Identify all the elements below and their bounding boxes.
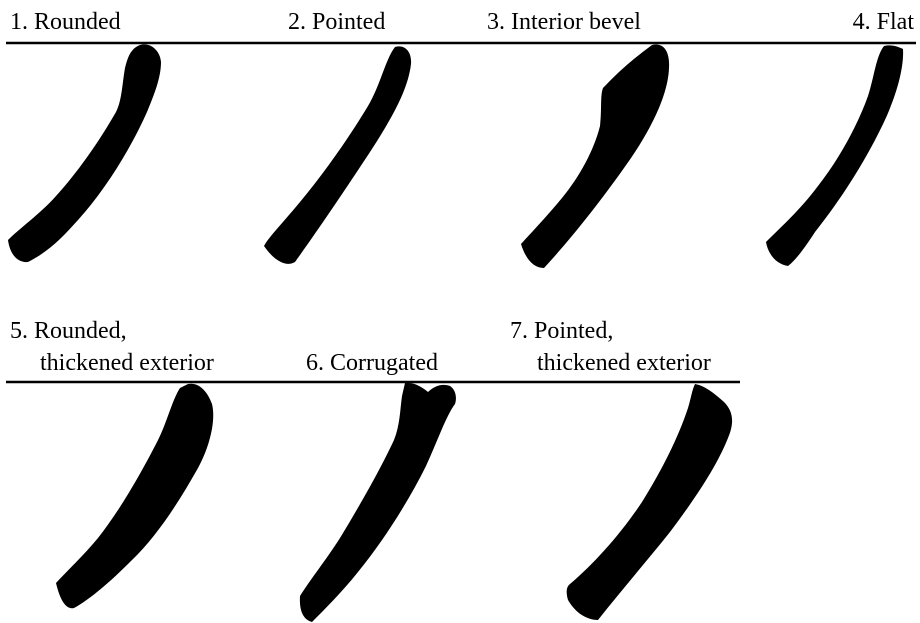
label-profile-3: 3. Interior bevel: [487, 9, 641, 35]
label-profile-5-line2: thickened exterior: [40, 350, 214, 376]
label-profile-4: 4. Flat: [853, 9, 915, 35]
profile-pointed-shape: [264, 46, 412, 264]
profile-interior-bevel-shape: [521, 44, 670, 268]
profile-pointed-thickened-shape: [566, 384, 733, 620]
label-profile-7-line2: thickened exterior: [537, 350, 711, 376]
profile-rounded-thickened-shape: [56, 383, 214, 609]
label-profile-1: 1. Rounded: [10, 9, 121, 35]
label-profile-6: 6. Corrugated: [306, 350, 438, 376]
profile-rounded-shape: [8, 44, 161, 263]
label-profile-7: 7. Pointed,: [510, 318, 613, 344]
profile-flat-shape: [766, 45, 904, 266]
profile-corrugated-shape: [299, 382, 456, 622]
label-profile-5: 5. Rounded,: [10, 318, 127, 344]
label-profile-2: 2. Pointed: [288, 9, 385, 35]
